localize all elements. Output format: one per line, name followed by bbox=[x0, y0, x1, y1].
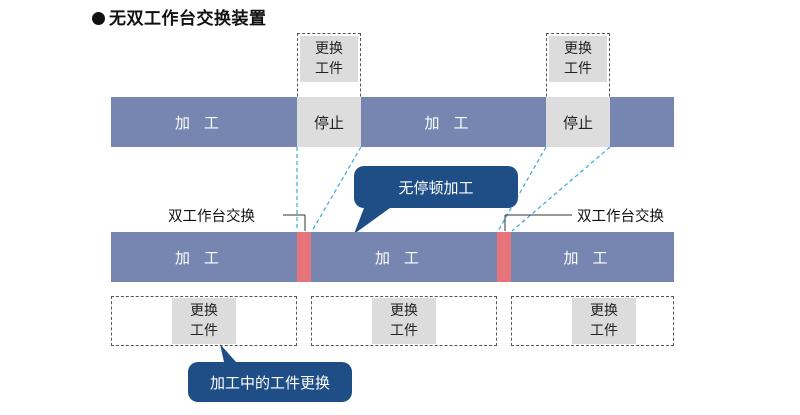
change-text: 更换 bbox=[564, 41, 592, 57]
change-text: 更换 bbox=[315, 41, 343, 57]
guide-line-right-1 bbox=[311, 146, 362, 232]
top-processing-segment-1: 加工 bbox=[111, 97, 297, 147]
bottom-change-frame-3 bbox=[511, 296, 674, 346]
callout-no-pause: 无停顿加工 bbox=[398, 178, 474, 197]
bottom-change-frame-2 bbox=[311, 296, 497, 346]
guide-line-left-2 bbox=[497, 146, 547, 232]
bottom-change-workpiece-1: 更换 工件 bbox=[172, 298, 236, 344]
bottom-change-workpiece-3: 更换 工件 bbox=[572, 298, 636, 344]
bullet-icon bbox=[92, 12, 105, 25]
change-text: 更换 bbox=[190, 303, 218, 319]
exchange-marker-1 bbox=[297, 232, 311, 282]
top-stop-segment-1: 停止 bbox=[297, 97, 361, 147]
workpiece-text: 工件 bbox=[190, 323, 218, 339]
bottom-processing-segment-1: 加工 bbox=[111, 232, 297, 282]
workpiece-text: 工件 bbox=[390, 323, 418, 339]
workpiece-text: 工件 bbox=[590, 323, 618, 339]
bottom-change-frame-1 bbox=[111, 296, 297, 346]
guide-line-right-2 bbox=[511, 146, 611, 232]
workpiece-text: 工件 bbox=[315, 61, 343, 77]
exchange-label-left: 双工作台交换 bbox=[168, 209, 255, 225]
callout-no-pause-shape bbox=[354, 166, 518, 234]
exchange-label-right: 双工作台交换 bbox=[577, 209, 664, 225]
workpiece-text: 工件 bbox=[564, 61, 592, 77]
top-processing-segment-3 bbox=[610, 97, 674, 147]
top-stop-segment-2: 停止 bbox=[546, 97, 610, 147]
bottom-processing-segment-2: 加工 bbox=[311, 232, 497, 282]
change-text: 更换 bbox=[390, 303, 418, 319]
top-change-workpiece-2: 更换 工件 bbox=[549, 36, 607, 82]
top-processing-segment-2: 加工 bbox=[361, 97, 546, 147]
change-text: 更换 bbox=[590, 303, 618, 319]
callout-change-during: 加工中的工件更换 bbox=[209, 373, 330, 392]
callout-change-during-shape bbox=[188, 344, 352, 402]
bottom-change-workpiece-2: 更换 工件 bbox=[372, 298, 436, 344]
bottom-processing-segment-3: 加工 bbox=[511, 232, 674, 282]
top-change-workpiece-1: 更换 工件 bbox=[300, 36, 358, 82]
exchange-marker-2 bbox=[497, 232, 511, 282]
diagram-title: 无双工作台交换装置 bbox=[92, 4, 267, 29]
diagram-title-text: 无双工作台交换装置 bbox=[109, 9, 267, 29]
